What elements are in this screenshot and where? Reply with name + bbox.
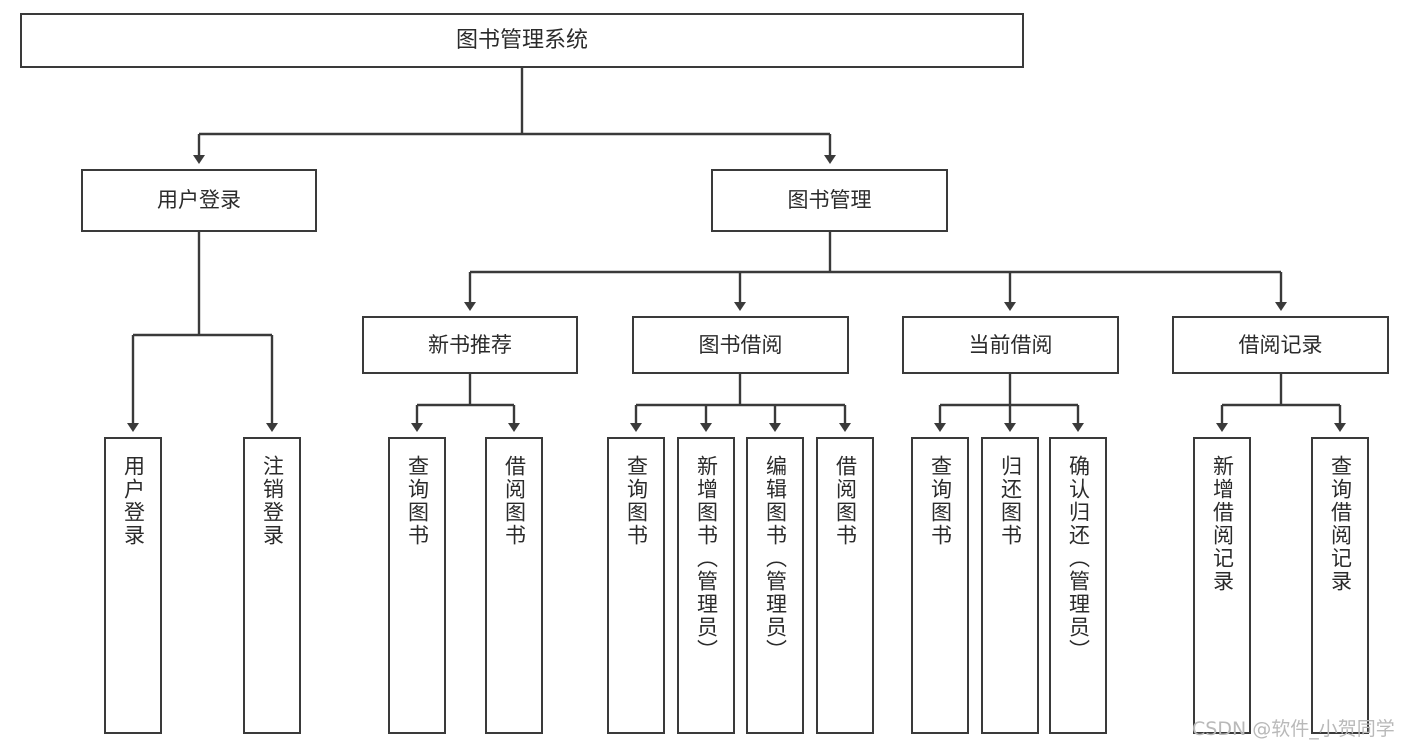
- node-label: 新增图书（管理员）: [694, 455, 719, 662]
- node-label: 注销登录: [260, 455, 285, 547]
- node-book-borrow[interactable]: 图书借阅: [632, 316, 849, 374]
- node-label: 当前借阅: [968, 332, 1053, 357]
- node-user-login[interactable]: 用户登录: [81, 169, 317, 232]
- leaf-borrow-book-2[interactable]: 借阅图书: [816, 437, 874, 734]
- node-borrow-record[interactable]: 借阅记录: [1172, 316, 1389, 374]
- leaf-query-record[interactable]: 查询借阅记录: [1311, 437, 1369, 734]
- node-label: 图书管理系统: [455, 27, 588, 53]
- leaf-user-login[interactable]: 用户登录: [104, 437, 162, 734]
- node-label: 新增借阅记录: [1210, 455, 1235, 593]
- node-label: 新书推荐: [428, 332, 512, 357]
- node-book-manage[interactable]: 图书管理: [711, 169, 948, 232]
- node-label: 编辑图书（管理员）: [763, 455, 788, 662]
- node-new-book-recommend[interactable]: 新书推荐: [362, 316, 578, 374]
- node-label: 用户登录: [121, 455, 146, 547]
- leaf-confirm-return[interactable]: 确认归还（管理员）: [1049, 437, 1107, 734]
- node-label: 借阅图书: [502, 455, 527, 547]
- leaf-query-book-3[interactable]: 查询图书: [911, 437, 969, 734]
- node-label: 图书管理: [787, 188, 872, 213]
- node-label: 归还图书: [998, 455, 1023, 547]
- leaf-borrow-book-1[interactable]: 借阅图书: [485, 437, 543, 734]
- node-label: 查询图书: [624, 455, 649, 547]
- node-label: 查询图书: [928, 455, 953, 547]
- node-label: 查询借阅记录: [1328, 455, 1353, 593]
- leaf-query-book-1[interactable]: 查询图书: [388, 437, 446, 734]
- node-label: 图书借阅: [698, 332, 783, 357]
- leaf-logout[interactable]: 注销登录: [243, 437, 301, 734]
- leaf-edit-book[interactable]: 编辑图书（管理员）: [746, 437, 804, 734]
- node-label: 确认归还（管理员）: [1066, 455, 1091, 662]
- node-current-borrow[interactable]: 当前借阅: [902, 316, 1119, 374]
- node-label: 借阅记录: [1238, 332, 1323, 357]
- leaf-add-record[interactable]: 新增借阅记录: [1193, 437, 1251, 734]
- leaf-query-book-2[interactable]: 查询图书: [607, 437, 665, 734]
- leaf-return-book[interactable]: 归还图书: [981, 437, 1039, 734]
- node-label: 查询图书: [405, 455, 430, 547]
- node-label: 用户登录: [157, 188, 241, 213]
- node-root-book-management-system[interactable]: 图书管理系统: [20, 13, 1024, 68]
- leaf-add-book[interactable]: 新增图书（管理员）: [677, 437, 735, 734]
- node-label: 借阅图书: [833, 455, 858, 547]
